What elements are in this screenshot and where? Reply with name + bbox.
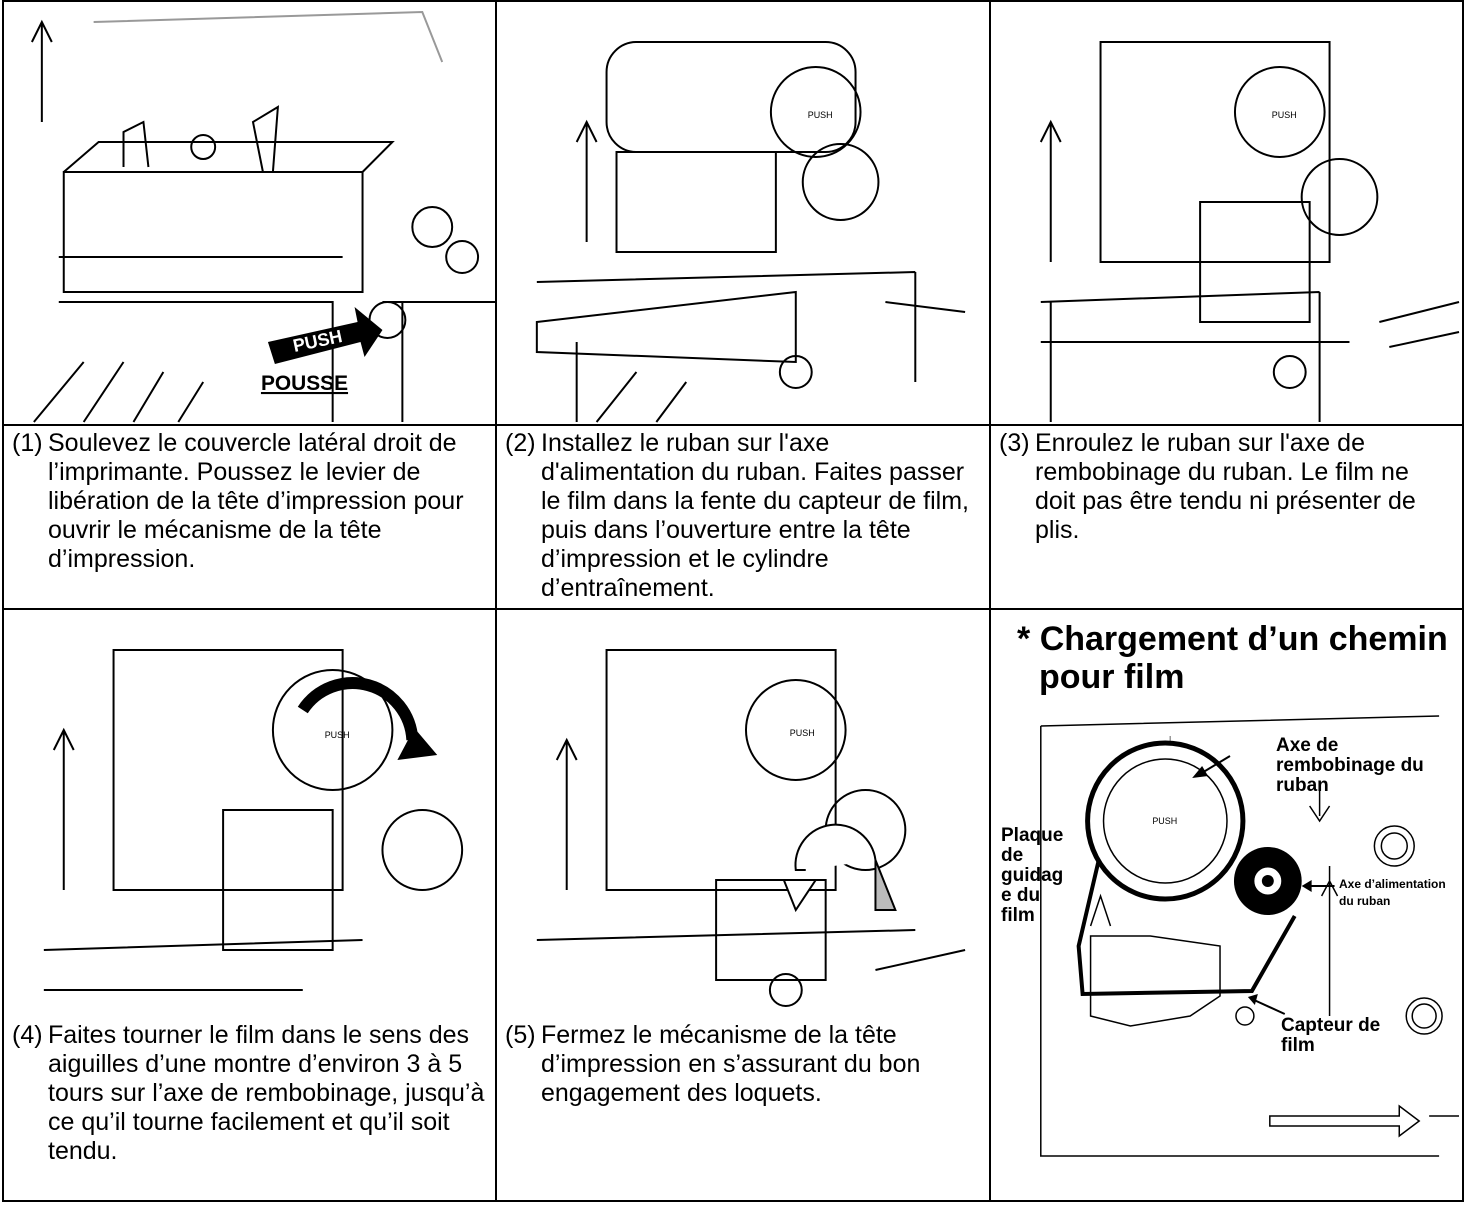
label-guide-plate: Plaque de guidag e du film (1001, 825, 1064, 926)
pousse-label: POUSSE (261, 372, 348, 395)
step-3-illustration: PUSH (989, 0, 1464, 426)
step-text: Fermez le mécanisme de la tête d’impress… (541, 1021, 921, 1107)
step-number: (5) (505, 1021, 536, 1049)
step-number: (2) (505, 429, 536, 457)
step-number: (1) (12, 429, 43, 457)
step-number: (3) (999, 429, 1030, 457)
push-cap-label: PUSH (325, 730, 350, 740)
push-cap-label: PUSH (1272, 110, 1297, 120)
title-line-2: pour film (1039, 658, 1185, 696)
step-4-panel: PUSH (4)Faites tourner le film dans le s… (2, 608, 497, 1202)
step-number: (4) (12, 1021, 43, 1049)
label-rewind-axis: Axe de rembobinage du ruban (1276, 735, 1424, 796)
label-film-sensor: Capteur de film (1281, 1015, 1381, 1056)
step-1-illustration: PUSH POUSSE (2, 0, 497, 426)
step-5-panel: PUSH (5)Fermez le mécanisme de la tête d… (495, 608, 991, 1202)
step-1-caption: (1)Soulevez le couvercle latéral droit d… (2, 424, 497, 610)
push-cap-label: PUSH (808, 110, 833, 120)
step-4-illustration: PUSH (5, 611, 494, 1018)
step-text: Enroulez le ruban sur l'axe de rembobina… (1035, 429, 1416, 544)
title-star: * (1017, 620, 1031, 658)
step-5-illustration: PUSH (498, 611, 988, 1018)
step-text: Soulevez le couvercle latéral droit de l… (48, 429, 464, 573)
film-path-diagram: PUSH Axe de rembobinage du ruban Plaque … (992, 696, 1461, 1166)
title-line-1: Chargement d’un chemin (1039, 620, 1448, 658)
push-cap-label: PUSH (790, 728, 815, 738)
step-text: Faites tourner le film dans le sens des … (48, 1021, 485, 1165)
step-2-caption: (2)Installez le ruban sur l'axe d'alimen… (495, 424, 991, 610)
step-text: Installez le ruban sur l'axe d'alimentat… (541, 429, 970, 602)
step-3-caption: (3)Enroulez le ruban sur l'axe de rembob… (989, 424, 1464, 610)
step-2-illustration: PUSH (495, 0, 991, 426)
push-cap-label: PUSH (1152, 816, 1177, 826)
label-supply-axis: Axe d’alimentation du ruban (1339, 877, 1446, 908)
